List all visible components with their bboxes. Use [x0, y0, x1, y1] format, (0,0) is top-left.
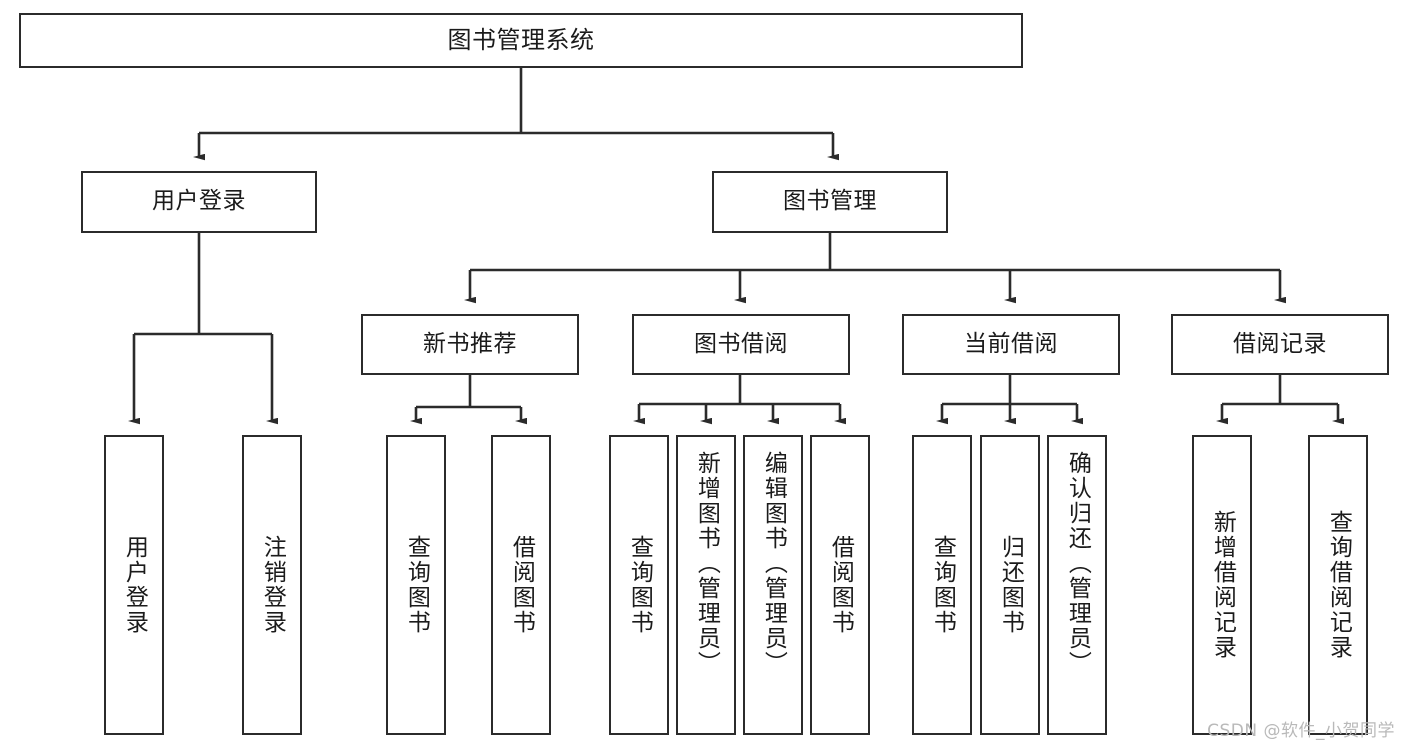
leaf-user-login[interactable]: 用户登录 — [104, 435, 164, 735]
leaf-borrow-book[interactable]: 借阅图书 — [810, 435, 870, 735]
node-user-login[interactable]: 用户登录 — [81, 171, 317, 233]
node-new-book-recommend[interactable]: 新书推荐 — [361, 314, 579, 375]
leaf-edit-book[interactable]: 编辑图书（管理员） — [743, 435, 803, 735]
node-root-system[interactable]: 图书管理系统 — [19, 13, 1023, 68]
node-book-borrow[interactable]: 图书借阅 — [632, 314, 850, 375]
watermark: CSDN @软件_小贺同学 — [1207, 721, 1395, 741]
leaf-query-borrow-record[interactable]: 查询借阅记录 — [1308, 435, 1368, 735]
leaf-add-book[interactable]: 新增图书（管理员） — [676, 435, 736, 735]
leaf-borrow-book-recommend[interactable]: 借阅图书 — [491, 435, 551, 735]
leaf-logout[interactable]: 注销登录 — [242, 435, 302, 735]
leaf-return-book[interactable]: 归还图书 — [980, 435, 1040, 735]
node-current-borrow[interactable]: 当前借阅 — [902, 314, 1120, 375]
node-book-manage[interactable]: 图书管理 — [712, 171, 948, 233]
node-borrow-record[interactable]: 借阅记录 — [1171, 314, 1389, 375]
leaf-query-book-current[interactable]: 查询图书 — [912, 435, 972, 735]
leaf-query-book-recommend[interactable]: 查询图书 — [386, 435, 446, 735]
leaf-confirm-return[interactable]: 确认归还（管理员） — [1047, 435, 1107, 735]
leaf-query-book-borrow[interactable]: 查询图书 — [609, 435, 669, 735]
leaf-add-borrow-record[interactable]: 新增借阅记录 — [1192, 435, 1252, 735]
